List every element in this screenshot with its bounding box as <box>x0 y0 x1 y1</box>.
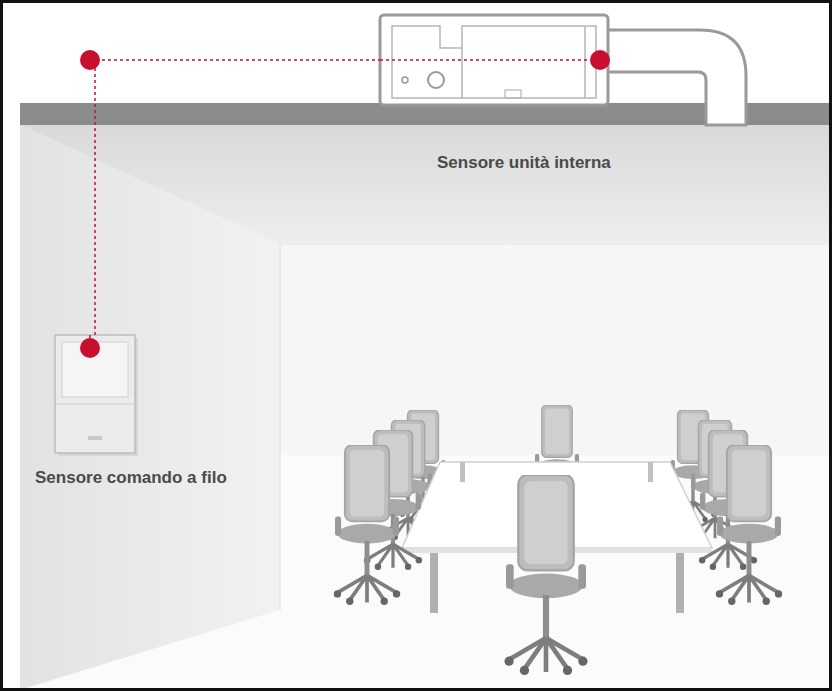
table-leg <box>430 553 438 613</box>
controller-logo <box>88 436 102 440</box>
unit-fan <box>428 72 444 88</box>
sensor-link <box>95 60 380 335</box>
air-duct <box>606 30 746 125</box>
chair <box>716 445 782 605</box>
indoor-unit <box>380 15 746 125</box>
left-wall <box>20 125 280 690</box>
sensor-dot <box>80 338 100 358</box>
controller-split <box>55 404 135 405</box>
sensor-dot <box>590 50 610 70</box>
unit-partition <box>584 26 586 98</box>
table-leg <box>676 553 684 613</box>
table-leg <box>648 462 653 482</box>
wired-controller-node: Sensore comando a filo <box>55 335 135 455</box>
unit-casing <box>380 15 608 105</box>
indoor-unit-node: Sensore unità interna <box>380 15 608 105</box>
sensor-label: Sensore comando a filo <box>35 468 227 488</box>
chair <box>334 445 400 605</box>
unit-detail <box>505 90 521 98</box>
wired-controller <box>55 335 138 456</box>
chair <box>504 475 587 675</box>
unit-partition <box>461 48 463 98</box>
meeting-room-furniture <box>334 405 782 675</box>
controller-body <box>55 335 135 453</box>
unit-inner-frame <box>392 26 596 98</box>
wall-corner <box>280 245 281 610</box>
table-leg <box>460 462 465 482</box>
sensor-dot <box>80 50 100 70</box>
sensor-link-inner <box>380 59 600 61</box>
sensor-label: Sensore unità interna <box>437 153 611 173</box>
unit-port <box>402 77 408 83</box>
